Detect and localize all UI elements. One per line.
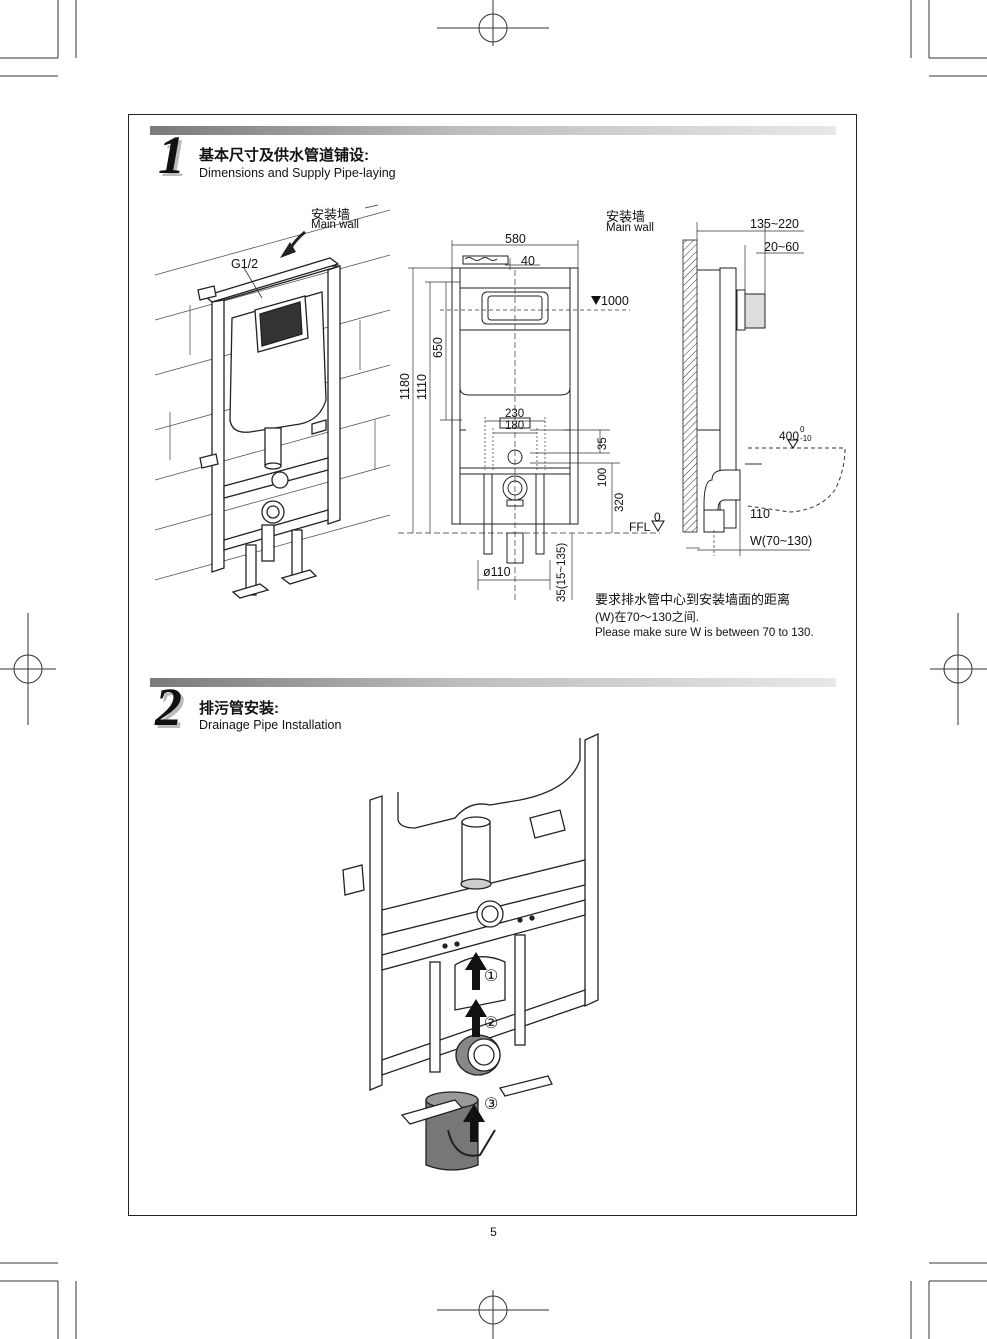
note-en: Please make sure W is between 70 to 130.: [595, 627, 814, 639]
section2-title-en: Drainage Pipe Installation: [199, 718, 342, 732]
section2-number: 2: [155, 677, 182, 737]
dim-gap: 20~60: [764, 240, 800, 254]
page-number: 5: [490, 1225, 497, 1239]
step-2-label: ②: [484, 1015, 499, 1032]
dim-180: 180: [505, 420, 525, 432]
note-cn-2: (W)在70～130之间.: [595, 610, 700, 624]
section2-title-cn: 排污管安装:: [199, 700, 279, 717]
level-1000: 1000: [601, 294, 629, 308]
section2-header-bar: [150, 678, 836, 687]
page-frame: [128, 114, 857, 1216]
section1-header-bar: [150, 126, 836, 135]
dim-110: 110: [750, 507, 770, 521]
section1-title-en: Dimensions and Supply Pipe-laying: [199, 166, 396, 180]
side-wall-label-en: Main wall: [606, 222, 654, 234]
dim-230: 230: [505, 408, 525, 420]
ffl-label: FFL: [629, 520, 651, 534]
section1-title-cn: 基本尺寸及供水管道铺设:: [199, 147, 369, 164]
side-wall-label-cn: 安装墙: [606, 209, 646, 224]
iso-wall-label-cn: 安装墙: [311, 207, 351, 222]
dim-580: 580: [505, 232, 526, 246]
note-cn-1: 要求排水管中心到安装墙面的距离: [595, 592, 791, 607]
iso-wall-label-en: Main wall: [311, 219, 359, 231]
dim-40: 40: [521, 254, 535, 268]
section1-number: 1: [158, 125, 185, 185]
ffl-zero: 0: [654, 510, 661, 524]
inlet-label: G1/2: [231, 257, 259, 271]
w-range: W(70~130): [750, 534, 813, 548]
step-1-label: ①: [484, 968, 499, 985]
pipe-diameter: ø110: [483, 565, 511, 579]
step-3-label: ③: [484, 1096, 499, 1113]
dim-depth: 135~220: [750, 217, 800, 231]
